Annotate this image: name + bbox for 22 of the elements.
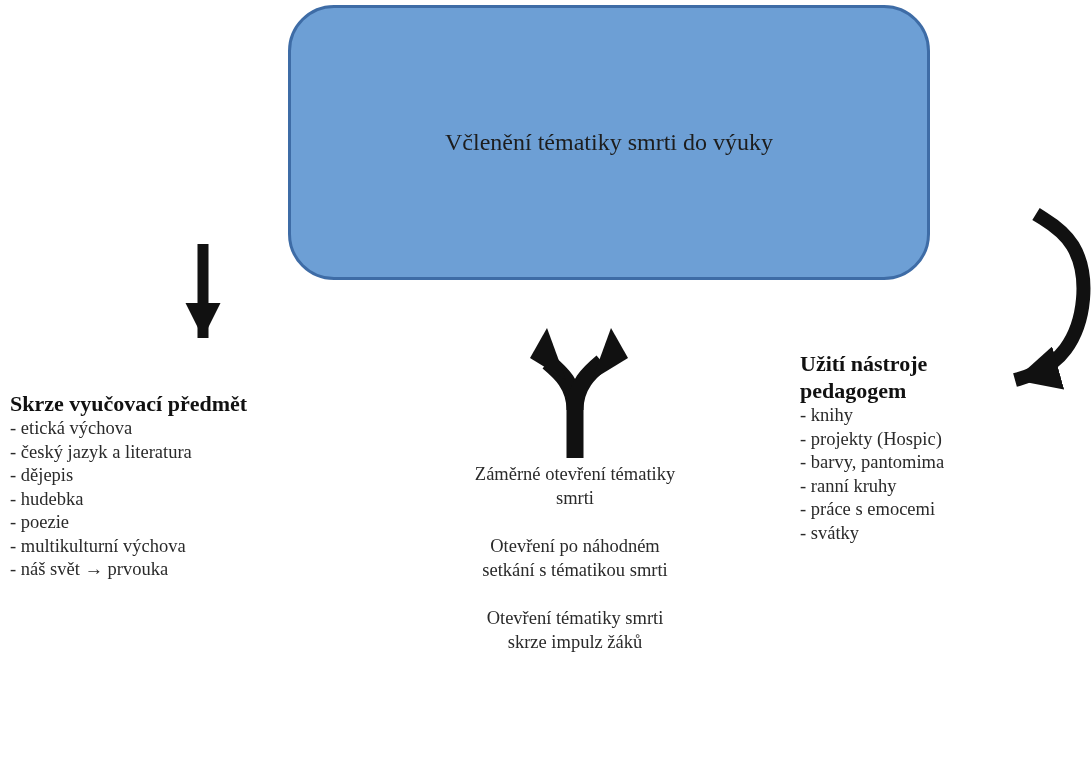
process-box (288, 5, 930, 280)
arrow (1011, 208, 1091, 390)
list-item: - knihy (800, 404, 854, 427)
list-item: - projekty (Hospic) (800, 427, 943, 451)
section-heading: Užití nástroje pedagogem (800, 350, 929, 404)
option-text: Otevření tématiky smrti skrze impulz žáků (485, 607, 665, 654)
list-item: - etická výchova (10, 417, 134, 440)
list-item: - dějepis (10, 464, 75, 487)
list-item: - barvy, pantomima (800, 451, 946, 474)
list-item: - poezie (10, 511, 71, 534)
list-item: - práce s emocemi (800, 498, 937, 521)
section-heading: Skrze vyučovací předmět (10, 390, 249, 417)
box-title: Včlenění tématiky smrti do výuky (445, 129, 773, 156)
list-item: - ranní kruhy (800, 474, 898, 498)
option-text: Záměrné otevření tématiky smrti (473, 463, 677, 510)
list-item: - svátky (800, 521, 861, 545)
list-item: - český jazyk a literatura (10, 440, 193, 464)
arrow (185, 244, 221, 338)
list-item: - náš svět → prvouka (10, 558, 170, 581)
option-text: Otevření po náhodném setkání s tématikou smrti (481, 535, 669, 582)
list-item: - multikulturní výchova (10, 534, 187, 558)
list-item: - hudebka (10, 487, 85, 511)
